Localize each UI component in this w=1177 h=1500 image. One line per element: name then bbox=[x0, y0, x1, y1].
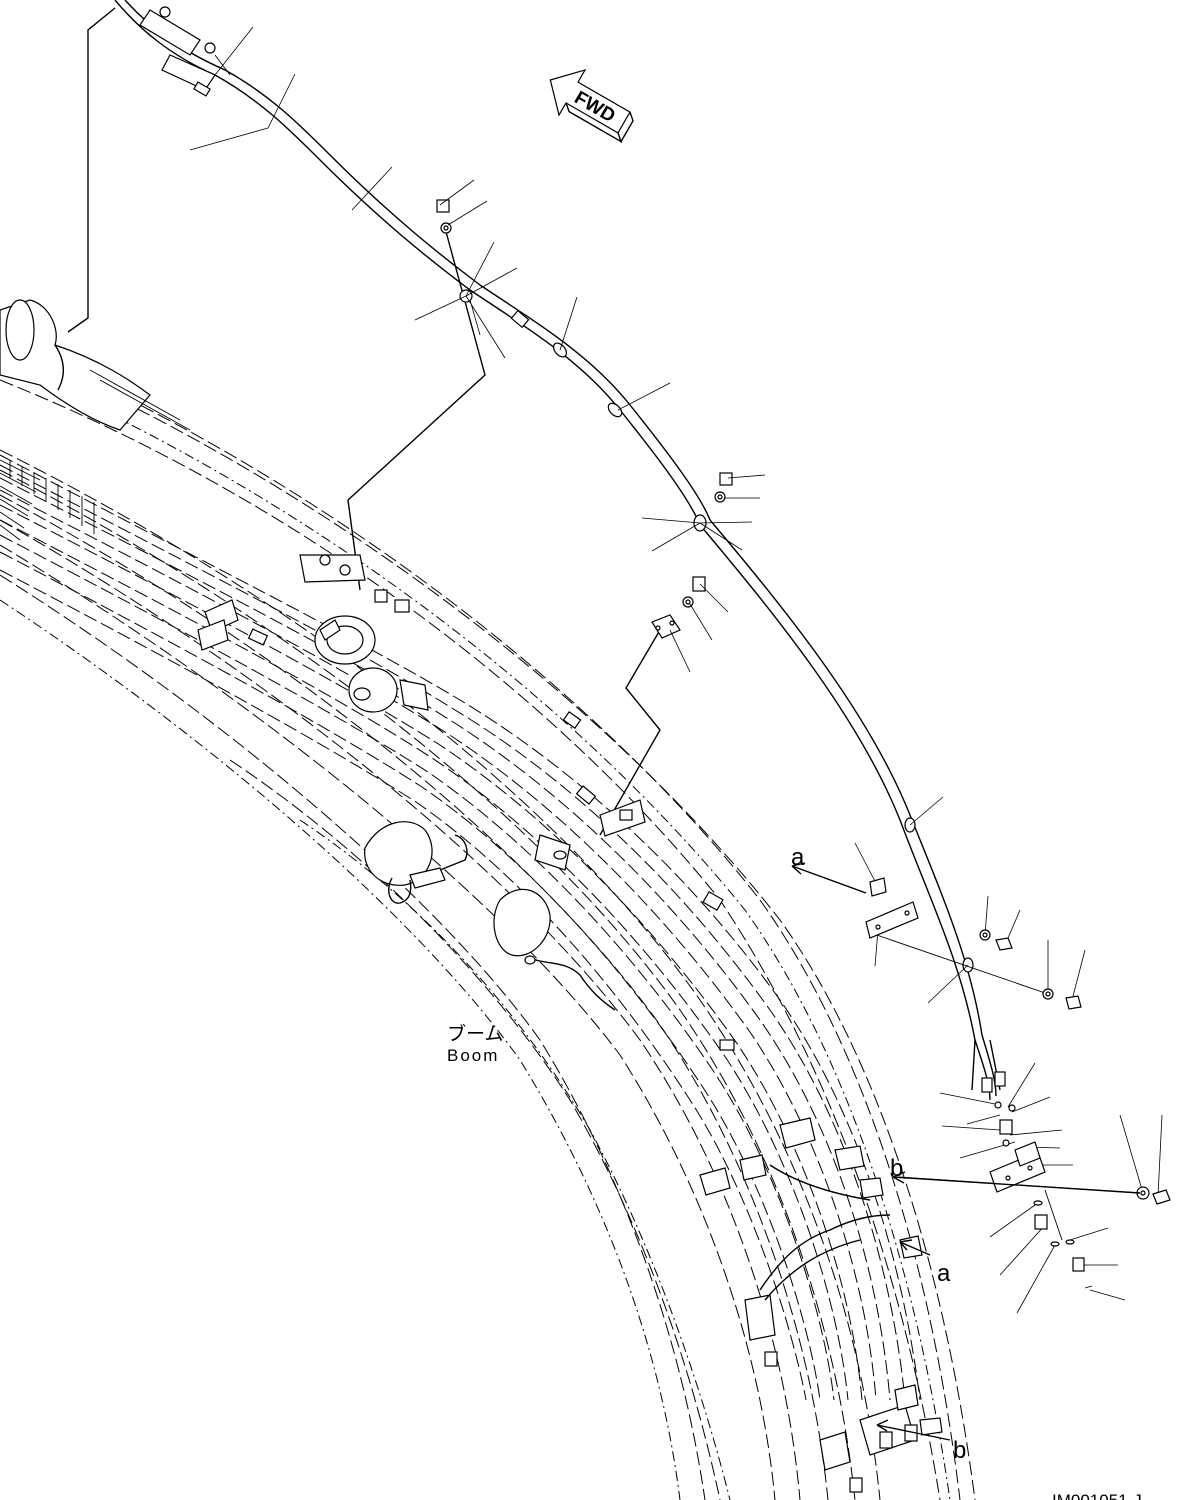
boom-label-japanese: ブーム bbox=[447, 1022, 503, 1045]
view-marker-b-bottom: b bbox=[953, 1437, 966, 1464]
boom-components bbox=[197, 554, 943, 1493]
view-marker-a-bottom: a bbox=[937, 1260, 951, 1287]
boom-label-english: Boom bbox=[447, 1046, 499, 1065]
hose-bundle bbox=[0, 454, 921, 1401]
clamp-plates bbox=[865, 877, 1082, 1010]
upper-hose-route bbox=[114, 0, 1006, 1101]
view-arrow-a bbox=[791, 862, 931, 1256]
leader-lines bbox=[189, 26, 1163, 1314]
fwd-arrow: FWD bbox=[549, 68, 634, 144]
view-marker-a-top: a bbox=[791, 844, 805, 871]
view-arrow-b bbox=[876, 1171, 1141, 1441]
hose-clamps bbox=[436, 199, 733, 639]
boom-cylinder bbox=[0, 299, 191, 431]
view-marker-b-top: b bbox=[890, 1155, 903, 1182]
drawing-code: IM001051-J bbox=[1052, 1491, 1142, 1500]
junction-block bbox=[989, 1101, 1171, 1289]
boom-outline bbox=[0, 379, 976, 1500]
